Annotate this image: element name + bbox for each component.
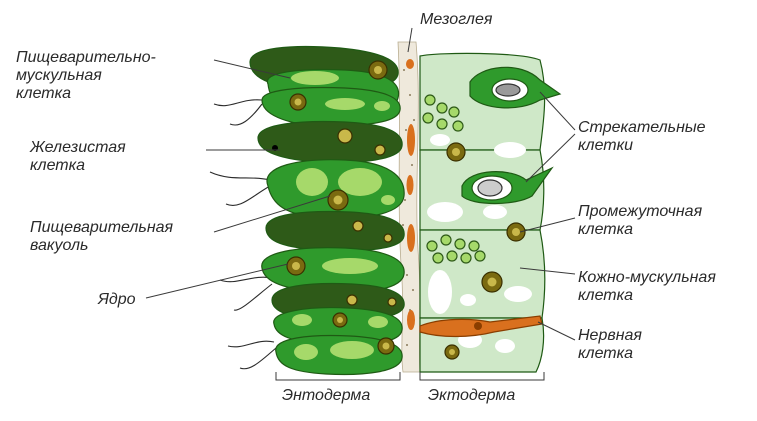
glandular-cell [265, 210, 405, 252]
label-nerve-cell: Нервная клетка [578, 327, 646, 362]
leader-lines [145, 27, 576, 381]
mesoglea-layer [397, 41, 421, 373]
ectoderm-layer [419, 52, 562, 373]
label-endoderm: Энтодерма [282, 387, 370, 404]
flagella [209, 99, 277, 370]
label-intermediate-cell: Промежуточная клетка [578, 203, 707, 238]
endoderm-layer [209, 45, 405, 376]
intermediate-cell-cluster [422, 94, 486, 264]
label-ectoderm: Эктодерма [428, 387, 515, 404]
label-stinging-cells: Стрекательные клетки [578, 119, 710, 154]
label-digestive-muscular-cell: Пищеварительно- мускульная клетка [16, 49, 160, 102]
label-mesoglea: Мезоглея [420, 11, 493, 28]
label-nucleus: Ядро [97, 291, 136, 308]
label-glandular-cell: Железистая клетка [29, 139, 130, 174]
glandular-cell [257, 120, 403, 164]
label-digestive-vacuole: Пищеварительная вакуоль [30, 219, 178, 254]
ectoderm-nuclei [444, 142, 526, 360]
label-skin-muscular-cell: Кожно-мускульная клетка [578, 269, 720, 304]
